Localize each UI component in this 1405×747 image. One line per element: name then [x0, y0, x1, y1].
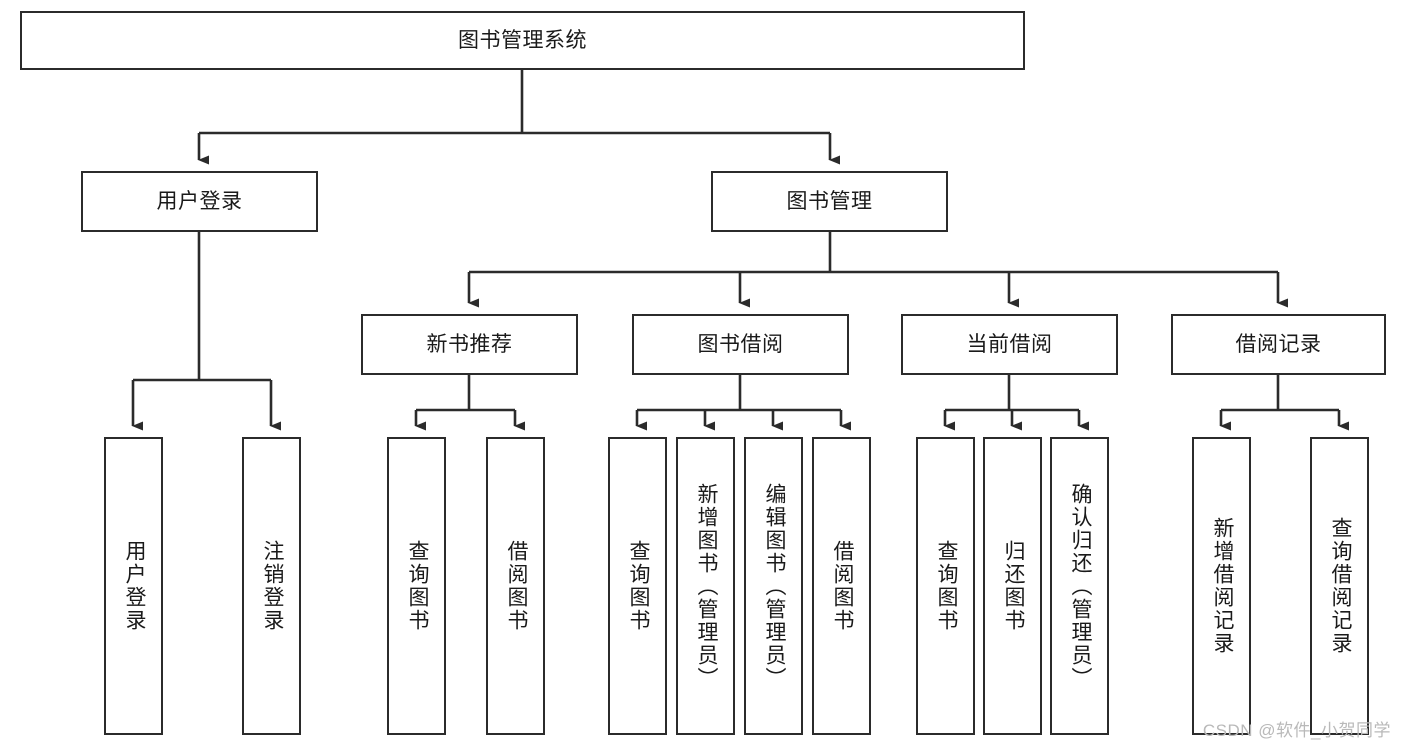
node-leaf-confirm-return-admin[interactable]: 确认归还（管理员） [1050, 437, 1109, 735]
node-borrow-records[interactable]: 借阅记录 [1171, 314, 1386, 375]
node-leaf-query-book-recommend-label: 查询图书 [405, 540, 429, 632]
node-leaf-edit-book-admin-label: 编辑图书（管理员） [762, 482, 786, 690]
node-leaf-query-book-current-label: 查询图书 [934, 540, 958, 632]
node-leaf-query-book-borrow-label: 查询图书 [626, 540, 650, 632]
node-current-borrow-label: 当前借阅 [966, 332, 1053, 356]
node-leaf-add-borrow-record[interactable]: 新增借阅记录 [1192, 437, 1251, 735]
node-new-book-recommend-label: 新书推荐 [426, 332, 513, 356]
node-leaf-query-book-borrow[interactable]: 查询图书 [608, 437, 667, 735]
node-leaf-add-book-admin[interactable]: 新增图书（管理员） [676, 437, 735, 735]
node-leaf-edit-book-admin[interactable]: 编辑图书（管理员） [744, 437, 803, 735]
node-current-borrow[interactable]: 当前借阅 [901, 314, 1118, 375]
node-book-management[interactable]: 图书管理 [711, 171, 948, 232]
node-leaf-logout[interactable]: 注销登录 [242, 437, 301, 735]
node-leaf-borrow-book-recommend-label: 借阅图书 [504, 540, 528, 632]
node-user-login[interactable]: 用户登录 [81, 171, 318, 232]
node-book-borrow[interactable]: 图书借阅 [632, 314, 849, 375]
node-book-management-label: 图书管理 [786, 189, 873, 213]
node-leaf-return-book-label: 归还图书 [1001, 540, 1025, 632]
node-leaf-query-book-recommend[interactable]: 查询图书 [387, 437, 446, 735]
node-leaf-query-borrow-record-label: 查询借阅记录 [1328, 517, 1352, 655]
node-leaf-borrow-book-label: 借阅图书 [830, 540, 854, 632]
node-new-book-recommend[interactable]: 新书推荐 [361, 314, 578, 375]
node-leaf-user-login-label: 用户登录 [122, 540, 146, 632]
node-leaf-borrow-book-recommend[interactable]: 借阅图书 [486, 437, 545, 735]
node-leaf-return-book[interactable]: 归还图书 [983, 437, 1042, 735]
node-leaf-query-borrow-record[interactable]: 查询借阅记录 [1310, 437, 1369, 735]
node-root-label: 图书管理系统 [458, 28, 587, 52]
node-leaf-query-book-current[interactable]: 查询图书 [916, 437, 975, 735]
node-leaf-add-borrow-record-label: 新增借阅记录 [1210, 517, 1234, 655]
node-root[interactable]: 图书管理系统 [20, 11, 1025, 70]
node-user-login-label: 用户登录 [156, 189, 243, 213]
node-borrow-records-label: 借阅记录 [1235, 332, 1322, 356]
connector-lines [131, 70, 1349, 431]
node-leaf-borrow-book[interactable]: 借阅图书 [812, 437, 871, 735]
node-leaf-add-book-admin-label: 新增图书（管理员） [694, 482, 718, 690]
node-leaf-user-login[interactable]: 用户登录 [104, 437, 163, 735]
node-leaf-logout-label: 注销登录 [260, 540, 284, 632]
node-book-borrow-label: 图书借阅 [697, 332, 784, 356]
node-leaf-confirm-return-admin-label: 确认归还（管理员） [1068, 482, 1092, 690]
